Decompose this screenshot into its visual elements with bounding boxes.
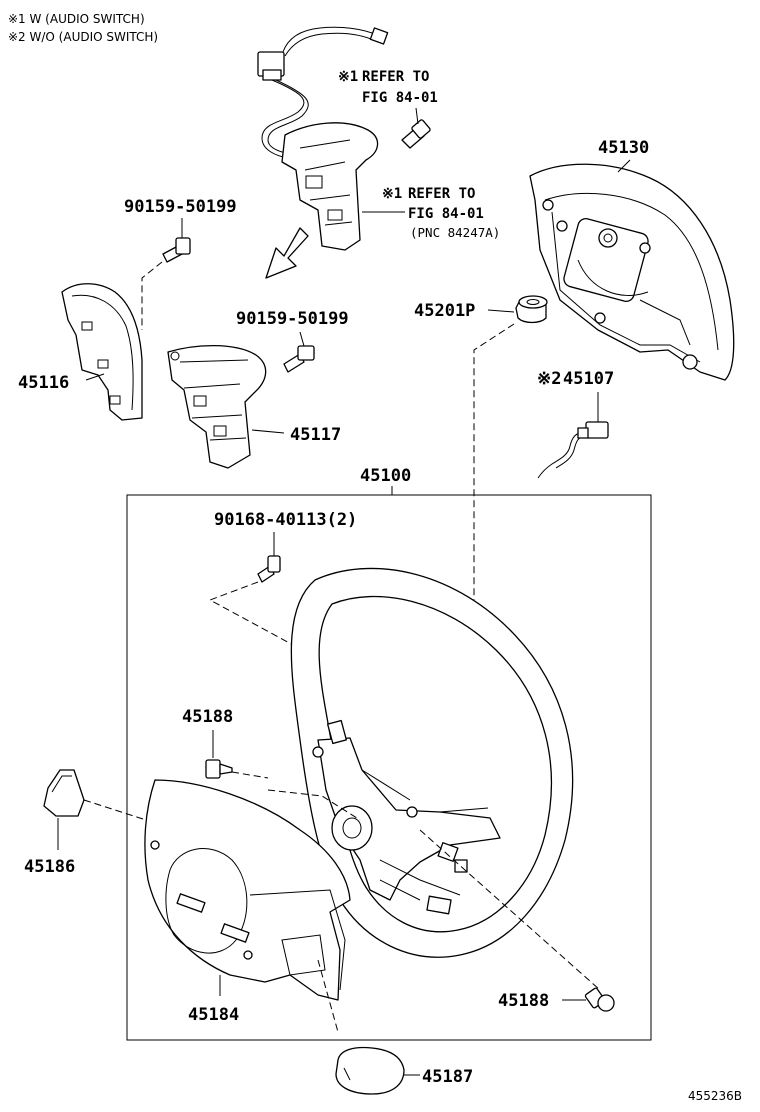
reference-mark-1: ※1 bbox=[338, 69, 358, 85]
direction-arrow-icon bbox=[265, 227, 309, 279]
part-label-45201P: 45201P bbox=[414, 301, 475, 321]
screw-45188-lower bbox=[584, 987, 615, 1012]
screw-90159-50199-lower bbox=[283, 345, 315, 373]
part-label-45188-upper: 45188 bbox=[182, 707, 233, 727]
part-label-45116: 45116 bbox=[18, 373, 69, 393]
reference-fig-2: FIG 84-01 bbox=[408, 206, 484, 222]
part-label-90168-40113: 90168-40113(2) bbox=[214, 510, 357, 530]
part-label-90159-50199-lower: 90159-50199 bbox=[236, 309, 349, 329]
cap-45186 bbox=[43, 769, 85, 817]
airbag-pad-45130 bbox=[529, 163, 735, 381]
figure-id: 455236B bbox=[688, 1089, 742, 1103]
steering-wheel-45100 bbox=[290, 567, 574, 958]
part-label-90159-50199-upper: 90159-50199 bbox=[124, 197, 237, 217]
audio-switch-assembly bbox=[257, 26, 389, 251]
bolt-90168-40113 bbox=[257, 555, 281, 583]
note-no-audio-switch: ※2 W/O (AUDIO SWITCH) bbox=[8, 30, 158, 44]
note-audio-switch: ※1 W (AUDIO SWITCH) bbox=[8, 12, 145, 26]
part-label-45188-lower: 45188 bbox=[498, 991, 549, 1011]
grommet-45201P bbox=[515, 295, 548, 324]
reference-refer-to-2: REFER TO bbox=[408, 186, 475, 202]
reference-refer-to-1: REFER TO bbox=[362, 69, 429, 85]
part-mark-45107: ※2 bbox=[537, 369, 561, 389]
cap-45187 bbox=[335, 1046, 405, 1095]
reference-mark-2: ※1 bbox=[382, 186, 402, 202]
part-label-45107: 45107 bbox=[563, 369, 614, 389]
screw-90159-50199-upper bbox=[162, 237, 191, 263]
part-label-45186: 45186 bbox=[24, 857, 75, 877]
lower-cover-45184 bbox=[144, 779, 351, 1001]
steering-wheel-group-frame bbox=[126, 494, 652, 1041]
part-label-45184: 45184 bbox=[188, 1005, 239, 1025]
screw-45188-upper bbox=[205, 759, 233, 779]
part-label-45117: 45117 bbox=[290, 425, 341, 445]
wire-connector-45107 bbox=[537, 421, 609, 479]
audio-switch-screw bbox=[401, 119, 431, 149]
reference-fig-1: FIG 84-01 bbox=[362, 90, 438, 106]
reference-pnc: (PNC 84247A) bbox=[410, 225, 500, 240]
switch-body-45117 bbox=[167, 344, 267, 469]
part-label-45130: 45130 bbox=[598, 138, 649, 158]
part-label-45100: 45100 bbox=[360, 466, 411, 486]
switch-cover-45116 bbox=[61, 283, 143, 421]
part-label-45187: 45187 bbox=[422, 1067, 473, 1087]
